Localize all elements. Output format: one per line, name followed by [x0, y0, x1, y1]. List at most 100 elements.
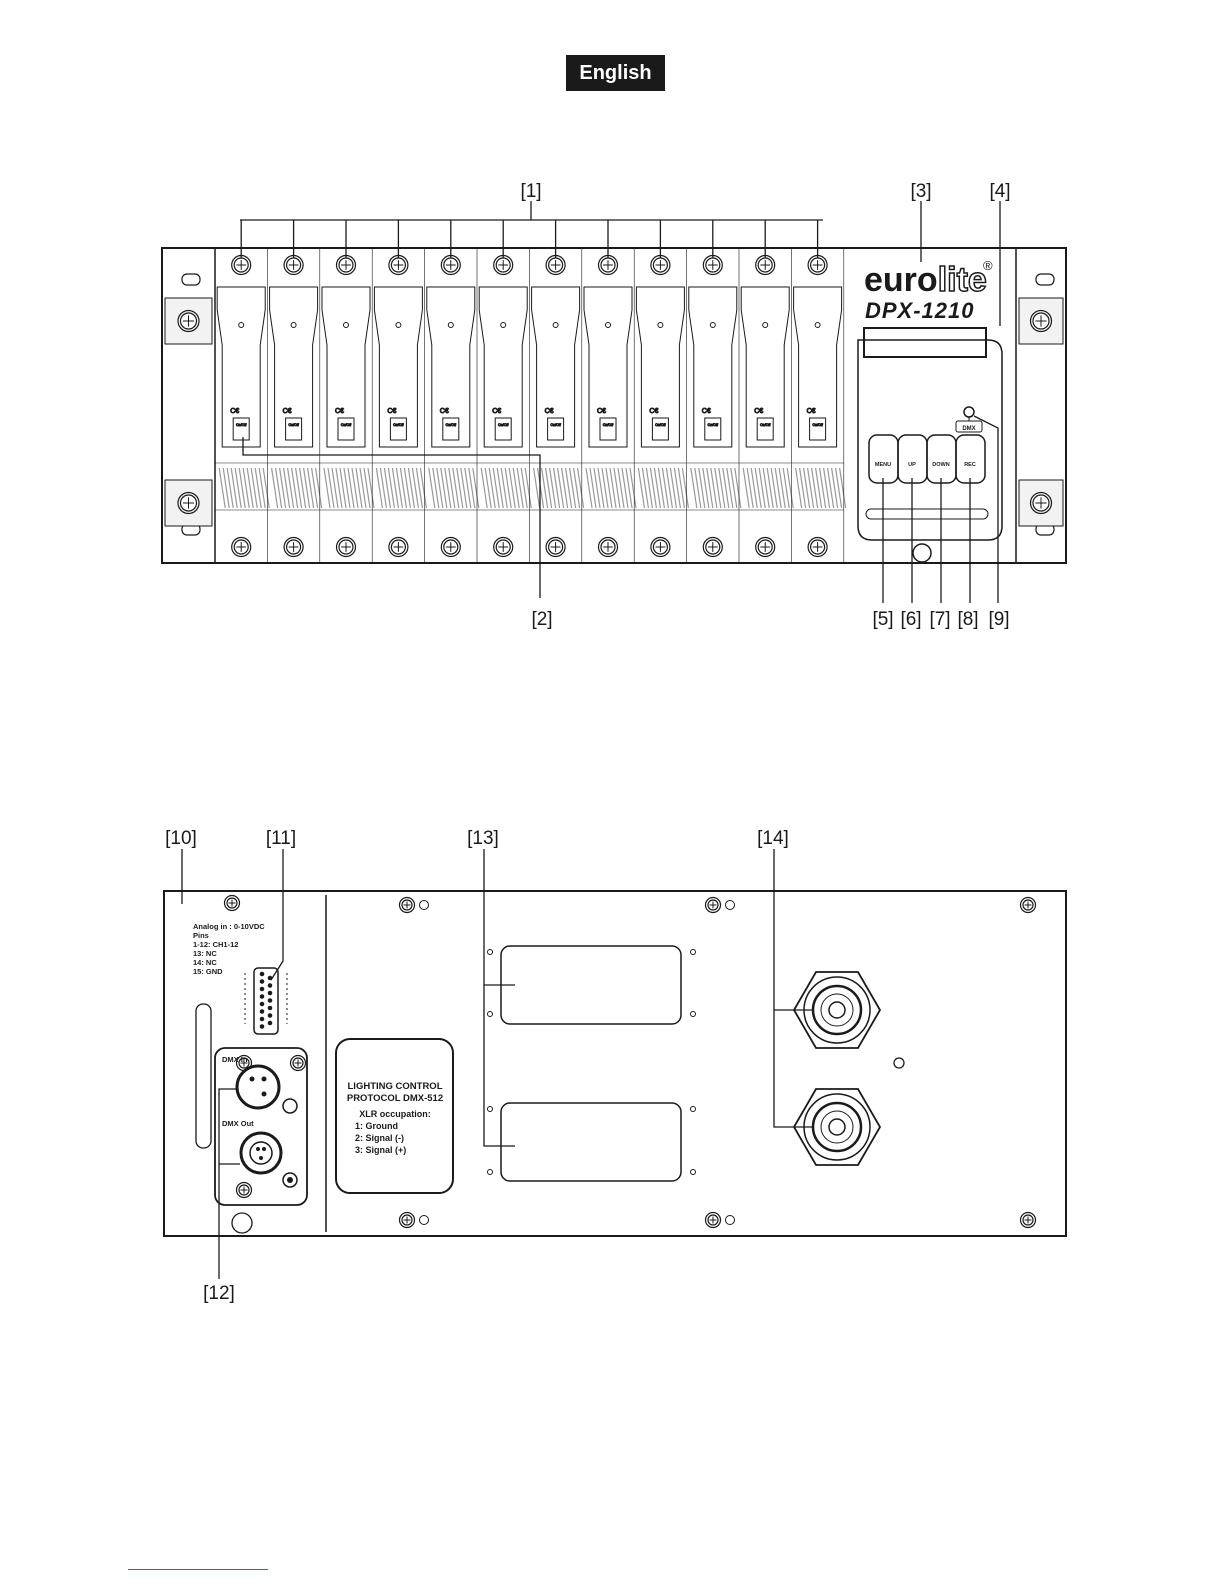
rear-screw — [1019, 896, 1037, 914]
dimmer-channel-5: C€On/Off — [424, 248, 480, 563]
rear-round-hole — [231, 1212, 253, 1234]
analog-spec-line-2: Pins — [193, 931, 209, 940]
down-button[interactable] — [926, 434, 957, 484]
rear-screw — [235, 1181, 253, 1199]
model-name: DPX-1210 — [865, 298, 975, 323]
breaker-switch[interactable] — [442, 417, 460, 441]
brand-euro: euro — [864, 261, 938, 299]
dmx-out-label: DMX Out — [222, 1119, 254, 1128]
channel-screw-top — [702, 254, 723, 276]
breaker-label: On/Off — [236, 423, 246, 427]
breaker-switch[interactable] — [704, 417, 722, 441]
display-window — [863, 327, 987, 358]
dmx-out-terminal — [282, 1172, 298, 1188]
channel-screw-top — [335, 254, 357, 276]
protocol-line-1: LIGHTING CONTROL — [348, 1081, 443, 1092]
dimmer-channel-3: C€On/Off — [319, 248, 375, 563]
control-panel-slot — [865, 508, 989, 520]
dimmer-channel-4: C€ On/Off — [371, 248, 427, 563]
dimmer-channel-9: C€ On/Off — [633, 248, 689, 563]
breaker-switch[interactable] — [547, 417, 565, 441]
callout-12-leader — [218, 1088, 237, 1279]
channel-screw-top — [388, 254, 409, 276]
menu-button-label: MENU — [875, 462, 891, 468]
callout-5: [5] — [872, 609, 893, 630]
callout-3: [3] — [910, 181, 931, 202]
ce-mark: C€ — [387, 408, 396, 415]
dmx-in-terminal — [282, 1098, 298, 1114]
dmx-out-connector[interactable] — [239, 1131, 283, 1175]
dimmer-channel-6: C€On/Off — [476, 248, 532, 563]
callout-12: [12] — [203, 1283, 235, 1304]
analog-spec-line-1: Analog in : 0-10VDC — [193, 922, 265, 931]
control-panel-outline — [857, 339, 1003, 541]
up-button[interactable] — [897, 434, 928, 484]
breaker-switch[interactable] — [651, 417, 669, 441]
bottom-round-hole — [912, 543, 932, 563]
ce-mark: C€ — [597, 408, 606, 415]
ce-mark: C€ — [440, 408, 449, 415]
channel-screw-top — [493, 254, 514, 276]
vent-grille — [637, 467, 689, 509]
analog-spec-line-3: 1-12: CH1-12 — [193, 940, 238, 949]
channel-screw-bottom — [231, 536, 252, 558]
breaker-label: On/Off — [655, 423, 665, 427]
dimmer-channel-2: C€On/Off — [267, 248, 323, 563]
callout-6: [6] — [900, 609, 921, 630]
breaker-switch[interactable] — [337, 417, 355, 441]
analog-spec-line-4: 13: NC — [193, 949, 217, 958]
footer-link-underline — [128, 1569, 268, 1570]
breaker-switch[interactable] — [756, 417, 774, 441]
breaker-label: On/Off — [550, 423, 560, 427]
channel-screw-top — [231, 254, 252, 276]
dmx-led-label: DMX — [962, 426, 975, 432]
dimmer-channel-8: C€On/Off — [581, 248, 637, 563]
ce-mark: C€ — [649, 408, 658, 415]
breaker-switch[interactable] — [809, 417, 827, 441]
vent-grille — [795, 467, 847, 509]
blank-plate-upper — [500, 945, 682, 1025]
rec-button[interactable] — [955, 434, 986, 484]
rack-ear-screw — [177, 491, 200, 515]
vent-grille — [428, 467, 480, 509]
dmx-connector-frame — [214, 1047, 308, 1206]
breaker-label: On/Off — [288, 423, 298, 427]
callout-9-leader — [973, 415, 999, 603]
rear-screw — [289, 1054, 307, 1072]
channel-screw-top — [440, 254, 461, 276]
breaker-switch[interactable] — [389, 417, 407, 441]
down-button-label: DOWN — [932, 462, 949, 468]
rear-callout-leaders — [181, 849, 813, 1279]
breaker-switch[interactable] — [494, 417, 512, 441]
dimmer-channel-7: C€On/Off — [529, 248, 585, 563]
dmx-led-label-box — [955, 420, 983, 433]
callout-8: [8] — [957, 609, 978, 630]
dimmer-channel-10: C€On/Off — [686, 248, 742, 563]
vent-grille — [375, 467, 427, 509]
dmx-in-label: DMX In — [222, 1055, 248, 1064]
rear-panel — [163, 890, 1067, 1237]
dmx-in-connector[interactable] — [235, 1064, 281, 1110]
up-button-label: UP — [908, 462, 916, 468]
callout-4: [4] — [989, 181, 1010, 202]
rear-panel-outline — [163, 890, 1067, 1237]
menu-button[interactable] — [868, 434, 899, 484]
breaker-label: On/Off — [393, 423, 403, 427]
blank-plate-holes — [487, 949, 696, 1175]
breaker-switch[interactable] — [285, 417, 303, 441]
channel-screw-bottom — [545, 536, 566, 558]
channel-screw-top — [807, 254, 828, 276]
ce-mark: C€ — [335, 408, 344, 415]
breaker-switch[interactable] — [232, 417, 250, 441]
protocol-line-5: 2: Signal (-) — [355, 1133, 404, 1143]
breaker-switch[interactable] — [599, 417, 617, 441]
ce-mark: C€ — [230, 408, 239, 415]
protocol-line-6: 3: Signal (+) — [355, 1145, 406, 1155]
analog-spec-line-6: 15: GND — [193, 967, 223, 976]
ce-mark: C€ — [807, 408, 816, 415]
channel-bottom-screws — [231, 536, 828, 558]
channel-screw-bottom — [702, 536, 723, 558]
vent-grille — [480, 467, 532, 509]
brand-registered-mark: ® — [983, 258, 993, 273]
